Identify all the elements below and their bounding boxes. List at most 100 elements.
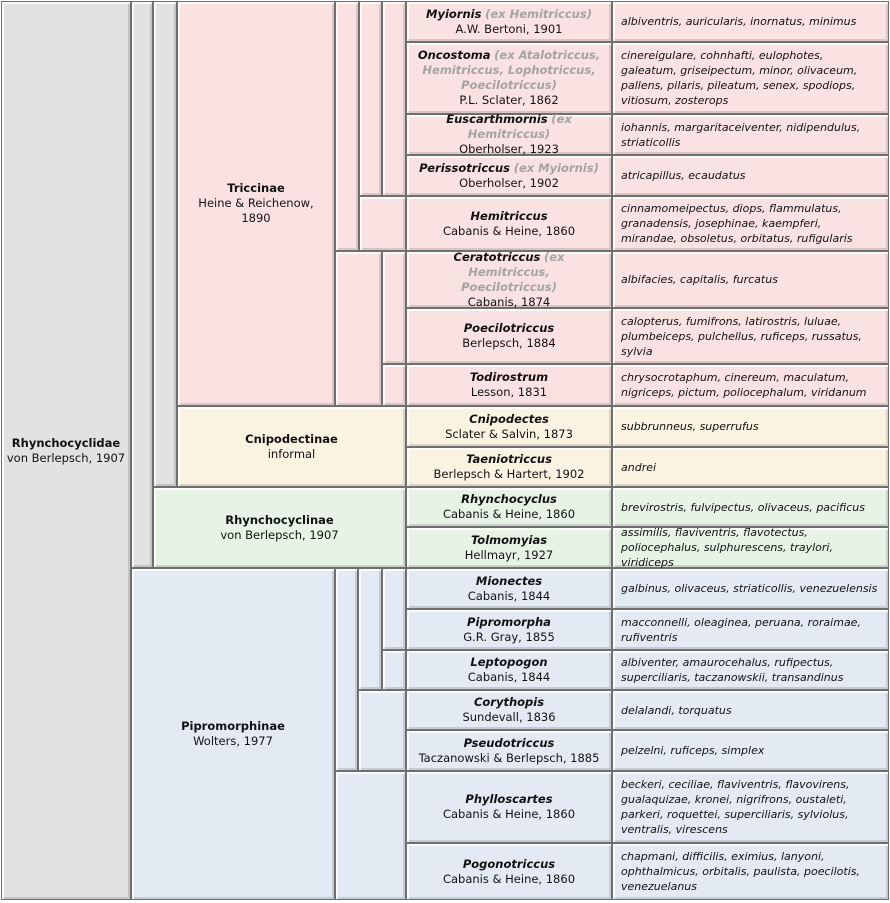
species-list: subbrunneus, superrufus bbox=[621, 420, 759, 433]
genus-cell-perissotriccus: Perissotriccus (ex Myiornis) Oberholser,… bbox=[406, 155, 612, 196]
species-cell-euscarthmornis: iohannis, margaritaceiventer, nidipendul… bbox=[612, 114, 889, 155]
genus-cell-oncostoma: Oncostoma (ex Atalotriccus, Hemitriccus,… bbox=[406, 42, 612, 114]
genus-authority: Cabanis & Heine, 1860 bbox=[442, 507, 576, 521]
genus-cell-poecilotriccus: Poecilotriccus Berlepsch, 1884 bbox=[406, 308, 612, 364]
genus-authority: A.W. Bertoni, 1901 bbox=[455, 21, 563, 36]
genus-name: Rhynchocyclus bbox=[461, 492, 557, 506]
clade-bracket bbox=[358, 568, 382, 690]
genus-name: Cnipodectes bbox=[469, 411, 549, 426]
species-list: chapmani, difficilis, eximius, lanyoni, … bbox=[621, 850, 861, 893]
family-cell: Rhynchocyclidae von Berlepsch, 1907 bbox=[1, 1, 131, 900]
genus-cell-phylloscartes: Phylloscartes Cabanis & Heine, 1860 bbox=[406, 771, 612, 843]
genus-name: Tolmomyias bbox=[470, 532, 548, 547]
species-list: brevirostris, fulvipectus, olivaceus, pa… bbox=[621, 500, 865, 514]
genus-authority: Oberholser, 1902 bbox=[459, 175, 559, 190]
genus-cell-hemitriccus: Hemitriccus Cabanis & Heine, 1860 bbox=[406, 196, 612, 251]
subfamily-cell-rhynchocyclinae: Rhynchocyclinae von Berlepsch, 1907 bbox=[153, 487, 406, 568]
clade-bracket bbox=[335, 251, 382, 406]
subfamily-name: Triccinae bbox=[227, 181, 285, 195]
species-cell-poecilotriccus: calopterus, fumifrons, latirostris, lulu… bbox=[612, 308, 889, 364]
genus-former-placement-line: Hemitriccus, Lophotriccus, bbox=[422, 63, 596, 77]
family-name: Rhynchocyclidae bbox=[11, 435, 121, 450]
genus-former-placement: (ex Hemitriccus) bbox=[467, 112, 572, 141]
subfamily-authority: informal bbox=[267, 446, 316, 461]
genus-authority: Cabanis & Heine, 1860 bbox=[442, 871, 576, 886]
species-list: pelzelni, ruficeps, simplex bbox=[621, 744, 765, 757]
species-list: delalandi, torquatus bbox=[621, 703, 732, 717]
genus-former-placement: (ex Atalotriccus, bbox=[494, 48, 601, 62]
genus-authority: Cabanis, 1844 bbox=[467, 588, 551, 603]
genus-name: Perissotriccus bbox=[419, 160, 511, 175]
genus-former-placement: (ex Hemitriccus, bbox=[468, 249, 565, 279]
genus-cell-euscarthmornis: Euscarthmornis (ex Hemitriccus) Oberhols… bbox=[406, 112, 612, 156]
genus-name: Oncostoma bbox=[417, 48, 491, 62]
genus-former-placement-line: Poecilotriccus) bbox=[461, 78, 557, 92]
species-list: iohannis, margaritaceiventer, nidipendul… bbox=[621, 120, 861, 149]
genus-cell-pseudotriccus: Pseudotriccus Taczanowski & Berlepsch, 1… bbox=[406, 730, 612, 771]
genus-authority: Berlepsch & Hartert, 1902 bbox=[433, 467, 585, 481]
genus-name: Corythopis bbox=[473, 695, 545, 709]
genus-authority: G.R. Gray, 1855 bbox=[463, 629, 555, 644]
species-cell-corythopis: delalandi, torquatus bbox=[612, 690, 889, 730]
species-list: andrei bbox=[621, 460, 657, 474]
species-list: macconnelli, oleaginea, peruana, roraima… bbox=[621, 615, 861, 644]
genus-authority: Lesson, 1831 bbox=[470, 385, 548, 399]
species-list: calopterus, fumifrons, latirostris, lulu… bbox=[621, 314, 862, 358]
clade-bracket bbox=[359, 1, 382, 196]
clade-bracket bbox=[358, 690, 406, 771]
clade-bracket bbox=[382, 650, 406, 690]
genus-former-placement-line: Poecilotriccus) bbox=[461, 279, 557, 294]
species-list: albiventris, auricularis, inornatus, min… bbox=[621, 15, 857, 28]
genus-cell-rhynchocyclus: Rhynchocyclus Cabanis & Heine, 1860 bbox=[406, 487, 612, 527]
genus-authority: Sundevall, 1836 bbox=[462, 710, 556, 724]
species-cell-pogonotriccus: chapmani, difficilis, eximius, lanyoni, … bbox=[612, 843, 889, 900]
species-list: albifacies, capitalis, furcatus bbox=[621, 273, 778, 286]
genus-cell-tolmomyias: Tolmomyias Hellmayr, 1927 bbox=[406, 527, 612, 568]
species-list: assimilis, flaviventris, flavotectus, po… bbox=[621, 526, 833, 569]
subfamily-cell-pipromorphinae: Pipromorphinae Wolters, 1977 bbox=[131, 568, 335, 900]
genus-authority: Cabanis, 1874 bbox=[467, 294, 551, 309]
species-cell-cnipodectes: subbrunneus, superrufus bbox=[612, 406, 889, 447]
subfamily-name: Cnipodectinae bbox=[245, 431, 338, 446]
genus-name: Ceratotriccus bbox=[453, 249, 541, 264]
genus-former-placement: (ex Myiornis) bbox=[513, 160, 599, 175]
subfamily-name: Pipromorphinae bbox=[181, 719, 285, 733]
genus-authority: Oberholser, 1923 bbox=[459, 142, 559, 156]
clade-bracket bbox=[335, 1, 359, 251]
species-list: beckeri, ceciliae, flaviventris, flavovi… bbox=[621, 778, 850, 836]
clade-bracket bbox=[382, 568, 406, 650]
species-cell-mionectes: galbinus, olivaceus, striaticollis, vene… bbox=[612, 568, 889, 609]
clade-bracket bbox=[382, 364, 406, 406]
genus-name: Phylloscartes bbox=[465, 792, 553, 806]
genus-cell-taeniotriccus: Taeniotriccus Berlepsch & Hartert, 1902 bbox=[406, 447, 612, 487]
species-cell-myiornis: albiventris, auricularis, inornatus, min… bbox=[612, 1, 889, 42]
clade-bracket bbox=[335, 568, 358, 771]
subfamily-authority: Heine & Reichenow, 1890 bbox=[198, 196, 314, 225]
species-cell-oncostoma: cinereigulare, cohnhafti, eulophotes, ga… bbox=[612, 42, 889, 114]
species-cell-rhynchocyclus: brevirostris, fulvipectus, olivaceus, pa… bbox=[612, 487, 889, 527]
species-cell-pseudotriccus: pelzelni, ruficeps, simplex bbox=[612, 730, 889, 771]
species-list: cinnamomeipectus, diops, flammulatus, gr… bbox=[621, 202, 853, 245]
species-cell-taeniotriccus: andrei bbox=[612, 447, 889, 487]
species-cell-hemitriccus: cinnamomeipectus, diops, flammulatus, gr… bbox=[612, 196, 889, 251]
clade-bracket bbox=[153, 1, 177, 487]
species-cell-perissotriccus: atricapillus, ecaudatus bbox=[612, 155, 889, 196]
genus-authority: Taczanowski & Berlepsch, 1885 bbox=[418, 750, 600, 765]
clade-bracket bbox=[359, 196, 406, 251]
species-cell-leptopogon: albiventer, amaurocehalus, rufipectus, s… bbox=[612, 650, 889, 690]
genus-name: Euscarthmornis bbox=[446, 112, 548, 126]
species-list: albiventer, amaurocehalus, rufipectus, s… bbox=[621, 656, 844, 684]
genus-name: Pogonotriccus bbox=[462, 856, 556, 871]
genus-name: Todirostrum bbox=[469, 370, 549, 384]
genus-name: Hemitriccus bbox=[470, 208, 548, 223]
genus-name: Poecilotriccus bbox=[463, 321, 555, 335]
genus-cell-leptopogon: Leptopogon Cabanis, 1844 bbox=[406, 650, 612, 690]
subfamily-authority: Wolters, 1977 bbox=[193, 734, 273, 748]
subfamily-cell-cnipodectinae: Cnipodectinae informal bbox=[177, 406, 406, 487]
genus-former-placement: (ex Hemitriccus) bbox=[485, 6, 592, 21]
genus-authority: Cabanis, 1844 bbox=[467, 670, 551, 684]
clade-bracket bbox=[382, 251, 406, 364]
species-list: chrysocrotaphum, cinereum, maculatum, ni… bbox=[621, 371, 867, 399]
species-list: atricapillus, ecaudatus bbox=[621, 169, 746, 182]
